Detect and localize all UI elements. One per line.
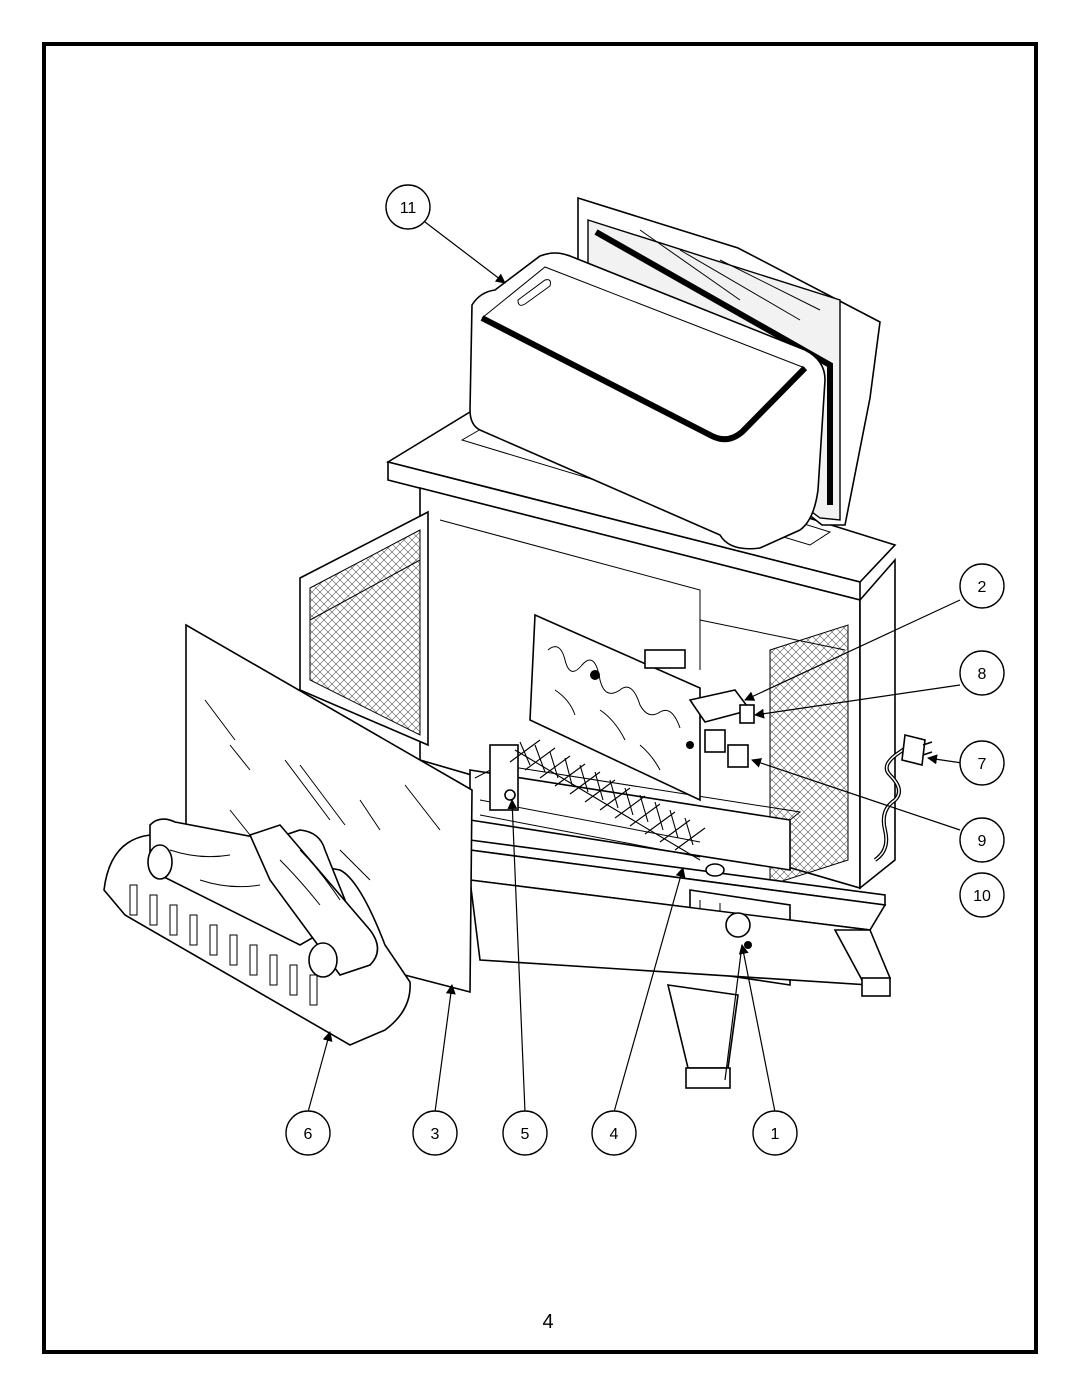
- callout-label: 1: [771, 1126, 780, 1143]
- firebox-liner-part: [469, 196, 881, 550]
- callout-label: 5: [521, 1126, 530, 1143]
- callout-10: 10: [959, 872, 1005, 918]
- callout-11: 11: [385, 184, 431, 230]
- callout-8: 8: [959, 650, 1005, 696]
- callout-label: 4: [610, 1126, 619, 1143]
- log-set-part: [103, 818, 411, 1046]
- callout-label: 11: [400, 200, 417, 217]
- callout-label: 7: [978, 756, 987, 773]
- callout-2: 2: [959, 563, 1005, 609]
- callout-1: 1: [752, 1110, 798, 1156]
- callout-3: 3: [412, 1110, 458, 1156]
- callout-5: 5: [502, 1110, 548, 1156]
- page-border: [42, 42, 1038, 1354]
- leader-lines: [307, 221, 963, 1113]
- power-cord-part: [873, 734, 933, 862]
- callout-7: 7: [959, 740, 1005, 786]
- callout-label: 3: [431, 1126, 440, 1143]
- callout-label: 6: [304, 1126, 313, 1143]
- side-screen-part: [299, 510, 429, 747]
- callout-label: 2: [978, 579, 987, 596]
- page-number: 4: [542, 1311, 553, 1333]
- callout-6: 6: [285, 1110, 331, 1156]
- callout-9: 9: [959, 817, 1005, 863]
- callout-4: 4: [591, 1110, 637, 1156]
- callout-label: 10: [973, 888, 991, 905]
- flame-panel-part: [529, 613, 755, 802]
- callout-label: 9: [978, 833, 987, 850]
- callout-label: 8: [978, 666, 987, 683]
